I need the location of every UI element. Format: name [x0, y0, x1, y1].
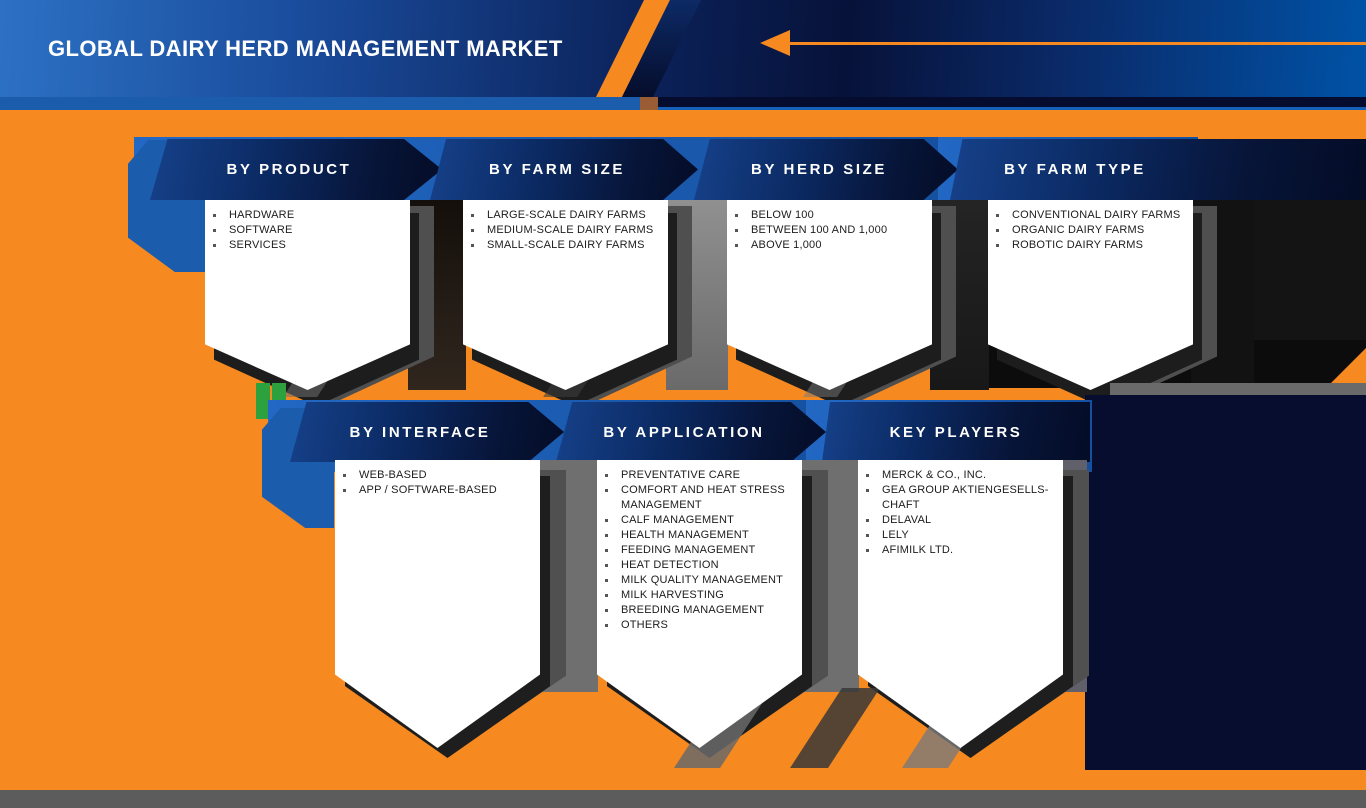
list-item: WEB-BASED — [335, 468, 534, 483]
decor-gray-strip-right — [1110, 383, 1366, 395]
list-item: APP / SOFTWARE-BASED — [335, 483, 534, 498]
divider-strip-brown-square — [640, 97, 658, 110]
list-item: BETWEEN 100 AND 1,000 — [727, 223, 926, 238]
list-item: DELAVAL — [858, 513, 1057, 528]
banner-label: KEY PLAYERS — [889, 423, 1023, 441]
left-arrow-icon — [760, 30, 790, 56]
list-item: MILK HARVESTING — [597, 588, 796, 603]
bottom-gray-bar — [0, 790, 1366, 808]
list-item: OTHERS — [597, 618, 796, 633]
list-item: ABOVE 1,000 — [727, 238, 926, 253]
list-item: ROBOTIC DAIRY FARMS — [988, 238, 1187, 253]
list-item: SOFTWARE — [205, 223, 404, 238]
list-item: AFIMILK LTD. — [858, 543, 1057, 558]
banner-by-herd-size: BY HERD SIZE — [694, 139, 958, 200]
list-item: BREEDING MANAGEMENT — [597, 603, 796, 618]
list-item: FEEDING MANAGEMENT — [597, 543, 796, 558]
banner-by-interface: BY INTERFACE — [290, 402, 564, 462]
divider-strip-blue — [0, 97, 640, 110]
list-item: LARGE-SCALE DAIRY FARMS — [463, 208, 662, 223]
list-item: CALF MANAGEMENT — [597, 513, 796, 528]
banner-key-players: KEY PLAYERS — [822, 402, 1090, 462]
list-item: ORGANIC DAIRY FARMS — [988, 223, 1187, 238]
banner-label: BY PRODUCT — [226, 161, 352, 178]
list-item: COMFORT AND HEAT STRESS MANAGEMENT — [597, 483, 796, 513]
header-accent-line — [788, 42, 1366, 45]
list-item: MERCK & CO., INC. — [858, 468, 1057, 483]
banner-label: BY APPLICATION — [603, 423, 765, 441]
banner-label: BY FARM SIZE — [489, 161, 625, 178]
list-item: BELOW 100 — [727, 208, 926, 223]
banner-label: BY FARM TYPE — [1004, 161, 1146, 178]
green-accent-bar — [256, 383, 270, 419]
decor-navy-block-right — [1085, 395, 1366, 770]
list-item: SMALL-SCALE DAIRY FARMS — [463, 238, 662, 253]
list-item: CONVENTIONAL DAIRY FARMS — [988, 208, 1187, 223]
list-item: HARDWARE — [205, 208, 404, 223]
list-item: HEAT DETECTION — [597, 558, 796, 573]
list-item: PREVENTATIVE CARE — [597, 468, 796, 483]
divider-strip-navy — [658, 97, 1366, 110]
banner-label: BY INTERFACE — [349, 423, 491, 441]
list-item: HEALTH MANAGEMENT — [597, 528, 796, 543]
banner-by-farm-type: BY FARM TYPE — [950, 139, 1366, 200]
list-item: GEA GROUP AKTIENGESELLS- CHAFT — [858, 483, 1057, 513]
list-item: SERVICES — [205, 238, 404, 253]
divider-strip-blue-line — [658, 107, 1366, 110]
list-item: LELY — [858, 528, 1057, 543]
banner-label: BY HERD SIZE — [751, 161, 887, 178]
list-item: MEDIUM-SCALE DAIRY FARMS — [463, 223, 662, 238]
item-list: MERCK & CO., INC.GEA GROUP AKTIENGESELLS… — [858, 460, 1063, 558]
page-title: GLOBAL DAIRY HERD MANAGEMENT MARKET — [48, 35, 563, 61]
banner-by-product: BY PRODUCT — [150, 139, 442, 200]
shadow-stripe — [790, 688, 880, 768]
list-item: MILK QUALITY MANAGEMENT — [597, 573, 796, 588]
banner-by-application: BY APPLICATION — [556, 402, 826, 462]
banner-by-farm-size: BY FARM SIZE — [430, 139, 698, 200]
